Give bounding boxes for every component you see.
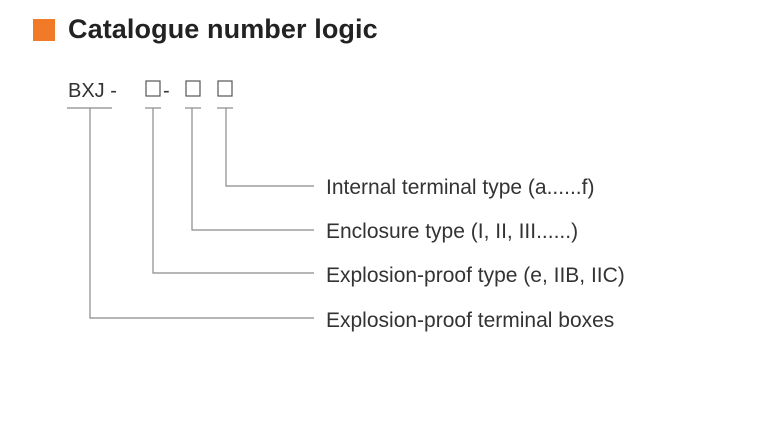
heading-accent-square xyxy=(33,18,55,41)
section-heading: Catalogue number logic xyxy=(33,14,378,45)
connector-internal-terminal xyxy=(225,108,314,187)
placeholder-box-2 xyxy=(185,80,201,97)
legend-label-internal-terminal: Internal terminal type (a......f) xyxy=(326,176,594,199)
connector-explosion-type xyxy=(152,108,314,274)
placeholder-box-3 xyxy=(217,80,233,97)
connector-terminal-boxes xyxy=(89,108,314,319)
code-separator: - xyxy=(163,80,170,102)
legend-label-explosion-type: Explosion-proof type (e, IIB, IIC) xyxy=(326,264,625,287)
code-prefix: BXJ - xyxy=(68,80,117,102)
placeholder-box-1 xyxy=(145,80,161,97)
heading-title: Catalogue number logic xyxy=(68,14,378,44)
connector-enclosure xyxy=(191,108,314,231)
legend-label-terminal-boxes: Explosion-proof terminal boxes xyxy=(326,309,614,332)
legend-label-enclosure: Enclosure type (I, II, III......) xyxy=(326,220,578,243)
